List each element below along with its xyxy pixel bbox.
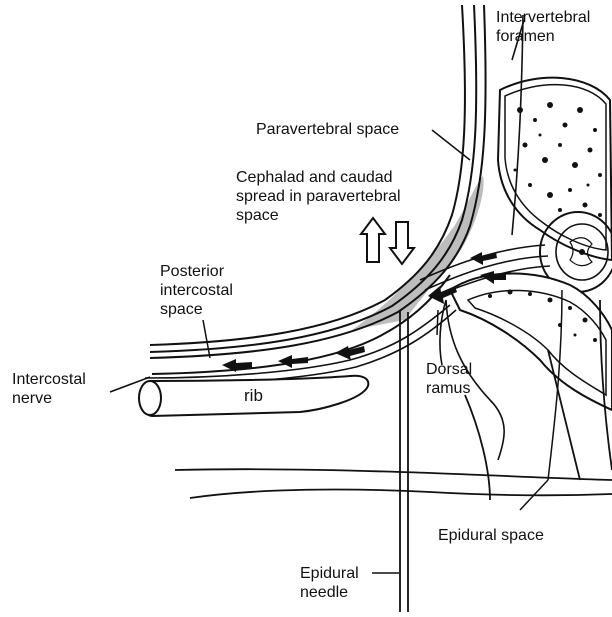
- label-intercostal-nerve: Intercostal nerve: [12, 370, 86, 408]
- label-cephalad-caudad-spread: Cephalad and caudad spread in paraverteb…: [236, 168, 401, 225]
- posterior-arch: [450, 274, 612, 410]
- label-paravertebral-space: Paravertebral space: [256, 120, 399, 139]
- label-rib: rib: [244, 386, 263, 405]
- vertebra: [498, 78, 612, 260]
- label-epidural-space: Epidural space: [438, 526, 544, 545]
- label-intervertebral-foramen: Intervertebral foramen: [496, 8, 590, 46]
- label-posterior-intercostal-space: Posterior intercostal space: [160, 262, 233, 319]
- label-epidural-needle: Epidural needle: [300, 564, 359, 602]
- label-dorsal-ramus: Dorsal ramus: [426, 360, 472, 398]
- epidural-needle: [400, 310, 408, 612]
